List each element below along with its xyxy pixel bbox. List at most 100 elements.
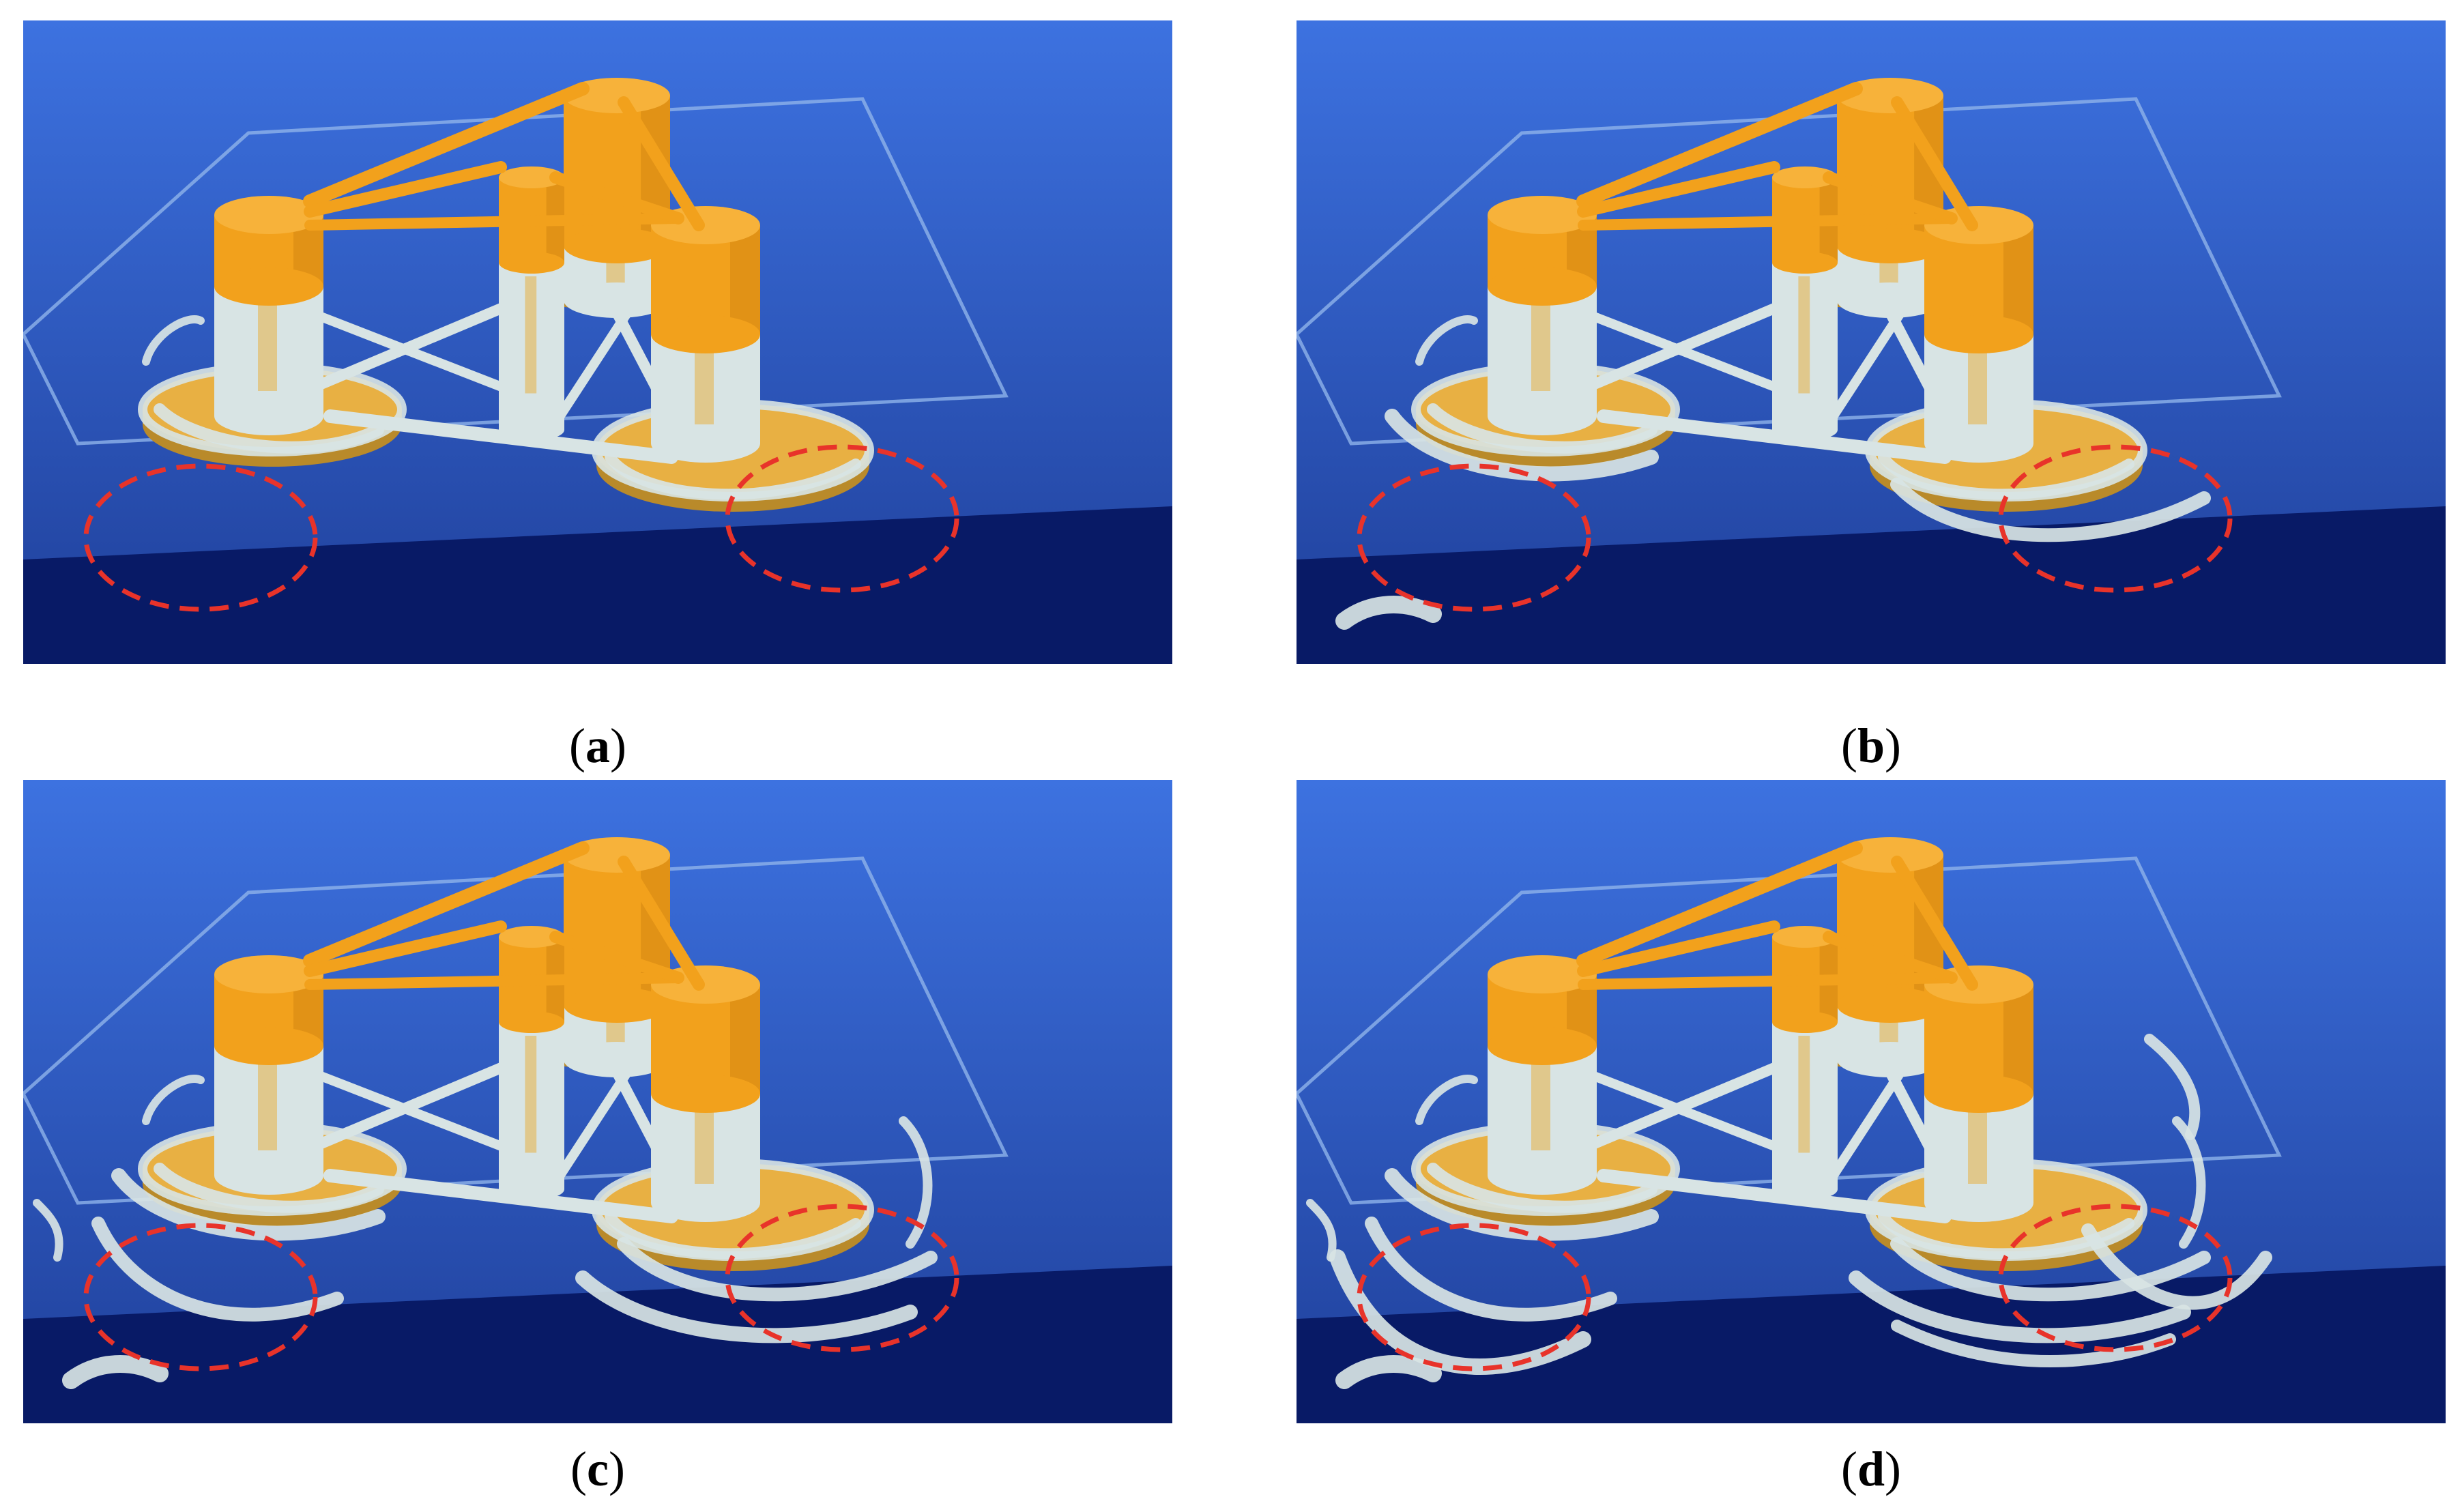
vortex-structures: [1306, 1034, 2272, 1389]
vortex-ring-right-2: [1890, 1237, 2211, 1302]
upper-brace-1: [1576, 82, 1863, 208]
seabed: [1297, 1266, 2446, 1423]
pontoon-brace-front: [323, 1169, 678, 1223]
panel-a-image: [23, 20, 1172, 664]
column-center: [499, 166, 564, 441]
vortex-ring-left: [154, 403, 384, 454]
column-right: [1924, 206, 2033, 463]
highlight-circle-right: [1998, 1204, 2233, 1352]
vortex-ring-right-4: [2081, 1223, 2272, 1310]
upper-brace-3: [304, 213, 684, 231]
highlight-circle-left: [83, 463, 318, 612]
vortex-ring-left: [1427, 1163, 1657, 1213]
upper-brace-4: [1823, 171, 1958, 224]
vortex-filament: [142, 315, 205, 366]
upper-brace-3: [304, 972, 684, 990]
free-surface-outline: [1297, 97, 2282, 446]
highlight-circle-left: [1357, 463, 1591, 612]
vortex-ring-right-3: [575, 1270, 918, 1343]
vortex-ring-left: [154, 1163, 384, 1213]
vortex-ring-right-2: [1890, 478, 2211, 542]
vortex-ring-left-3: [91, 1217, 344, 1322]
cfd-scene: [1297, 20, 2446, 664]
column-left: [214, 196, 323, 435]
free-surface-outline: [23, 97, 1009, 446]
column-left: [1488, 955, 1597, 1195]
upper-brace-3: [1578, 972, 1957, 990]
cfd-scene: [23, 20, 1172, 664]
upper-brace-2: [1577, 161, 1780, 218]
column-center: [1772, 926, 1838, 1200]
vortex-ring-left-3: [1365, 1217, 1617, 1322]
vortex-ring-right-3: [1849, 1270, 2191, 1343]
caption-b: (b): [1840, 718, 1901, 773]
upper-brace-1: [303, 841, 590, 968]
upper-brace-4: [1823, 931, 1958, 984]
column-center: [1772, 166, 1838, 441]
upper-brace-3: [1578, 213, 1957, 231]
vortex-ring-left-2: [1385, 409, 1659, 482]
upper-brace-5: [618, 856, 705, 991]
column-right: [651, 206, 760, 463]
upper-brace-1: [1576, 841, 1863, 968]
vortex-structures: [1335, 315, 2211, 630]
vortex-ring-right: [1878, 452, 2134, 500]
vortex-ring-left: [1427, 403, 1657, 454]
shed-vortex: [62, 1355, 169, 1389]
highlight-circle-right: [725, 1204, 959, 1352]
caption-a: (a): [569, 718, 626, 773]
highlight-circle-left: [1357, 1223, 1591, 1371]
seabed: [23, 506, 1172, 664]
vortex-filament: [142, 1075, 205, 1125]
column-right: [1924, 965, 2033, 1222]
vortex-structures: [33, 1075, 938, 1389]
pontoon-brace-front: [1597, 1169, 1952, 1223]
vortex-ring-right-2: [617, 1237, 938, 1302]
vortex-filament: [1415, 1075, 1478, 1125]
pontoon-brace-front: [323, 409, 678, 464]
free-surface-outline: [23, 856, 1009, 1205]
panel-b-image: [1297, 20, 2446, 664]
pontoon-brace-front: [1597, 409, 1952, 464]
panel-d-image: [1297, 780, 2446, 1423]
highlight-circle-right: [1998, 444, 2233, 593]
cfd-scene: [1297, 780, 2446, 1423]
upper-brace-2: [304, 161, 507, 218]
vortex-ring-left-2: [1385, 1168, 1659, 1241]
column-right: [651, 965, 760, 1222]
column-left: [214, 955, 323, 1195]
vortex-filament: [1415, 315, 1478, 366]
caption-d: (d): [1840, 1442, 1901, 1496]
vortex-tube-edge: [1306, 1199, 1337, 1262]
shed-vortex: [1335, 596, 1442, 630]
upper-brace-2: [1577, 920, 1780, 977]
upper-brace-2: [304, 920, 507, 977]
upper-brace-5: [618, 96, 705, 231]
platform: [138, 78, 874, 512]
platform: [1411, 78, 2147, 512]
highlight-circle-right: [725, 444, 959, 593]
shed-vortex: [1335, 1355, 1442, 1389]
vortex-tube-upper: [2144, 1034, 2201, 1140]
caption-c: (c): [570, 1442, 625, 1496]
vortex-tube-side: [899, 1116, 933, 1249]
vortex-ring-right: [605, 1211, 861, 1260]
free-surface-outline: [1297, 856, 2282, 1205]
column-center: [499, 926, 564, 1200]
vortex-ring-right: [605, 452, 861, 500]
vortex-ring-left-2: [111, 1168, 386, 1241]
vortex-tube-edge: [33, 1199, 63, 1262]
vortex-structures: [142, 315, 861, 500]
upper-brace-4: [549, 171, 684, 224]
upper-brace-5: [1891, 856, 1978, 991]
seabed: [23, 1266, 1172, 1423]
panel-c-image: [23, 780, 1172, 1423]
seabed: [1297, 506, 2446, 664]
cfd-scene: [23, 780, 1172, 1423]
upper-brace-4: [549, 931, 684, 984]
upper-brace-1: [303, 82, 590, 208]
column-left: [1488, 196, 1597, 435]
vortex-ring-left-4: [1329, 1249, 1591, 1375]
platform: [138, 837, 874, 1271]
